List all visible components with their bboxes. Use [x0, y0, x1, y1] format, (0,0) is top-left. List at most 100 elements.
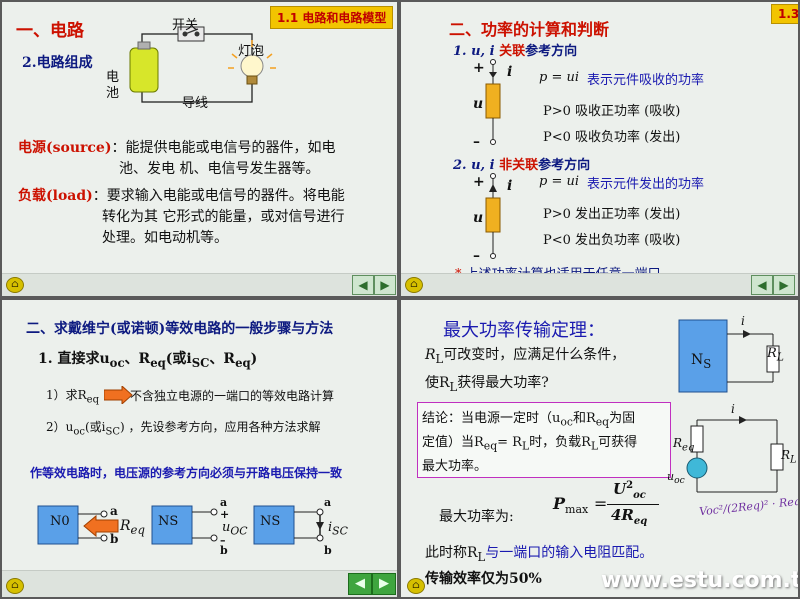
- slide-title: 最大功率传输定理：: [443, 320, 605, 341]
- next-slide-button[interactable]: ▶: [372, 573, 396, 595]
- home-icon[interactable]: ⌂: [6, 578, 24, 594]
- conclusion-line1: 结论：当电源一定时（uoc和Req为固: [422, 411, 636, 429]
- element-box: [485, 83, 501, 119]
- terminal-b: b: [220, 544, 228, 557]
- load-def-line1: ：要求输入电能或电信号的器件。将电能: [92, 188, 345, 204]
- switch-contact-icon: [194, 31, 200, 37]
- network-box: [37, 505, 79, 545]
- rule-deliver-negative: P<0 发出负功率 (吸收): [543, 233, 681, 248]
- slide-nav-bar: ⌂ ◀ ▶: [2, 273, 397, 296]
- slide-nav-bar: ⌂ ◀ ▶: [2, 570, 397, 597]
- plus-sign: +: [473, 60, 485, 76]
- wire-label: 导线: [182, 96, 209, 111]
- slide-max-power-transfer: 最大功率传输定理： RL可改变时，应满足什么条件， 使RL获得最大功率? NS …: [401, 300, 798, 597]
- element-non-associated-diagram: [485, 173, 501, 259]
- formula-delivered-desc: 表示元件发出的功率: [587, 177, 705, 192]
- slide-power-calculation: 1.3 二、功率的计算和判断 1. u, i 关联参考方向 + i u – p …: [401, 2, 798, 296]
- slide-title: 二、求戴维宁(或诺顿)等效电路的一般步骤与方法: [26, 321, 334, 337]
- slide-nav-bar: ⌂ ◀ ▶: [401, 273, 798, 296]
- terminal-b: b: [110, 532, 119, 546]
- plus-sign: +: [220, 508, 230, 521]
- ns-load-diagram: [678, 319, 780, 393]
- step1-heading: 1. 直接求uoc、Req(或iSC、Req): [38, 351, 258, 370]
- prev-slide-button[interactable]: ◀: [348, 573, 372, 595]
- source-definition: 电源(source)：能提供电能或电信号的器件，如电 池、发电 机、电信号发生器…: [18, 138, 335, 180]
- thevenin-equivalent-diagram: [686, 416, 784, 493]
- home-icon[interactable]: ⌂: [407, 578, 425, 594]
- next-slide-button[interactable]: ▶: [773, 275, 795, 295]
- next-slide-button[interactable]: ▶: [374, 275, 396, 295]
- load-definition: 负载(load)：要求输入电能或电信号的器件。将电能 转化为其 它形式的能量，或…: [18, 186, 345, 249]
- switch-icon: [177, 26, 205, 42]
- box-n0: N0: [50, 514, 70, 529]
- uoc-label: uoc: [667, 470, 685, 487]
- terminal-a: a: [220, 496, 228, 509]
- battery-icon: [129, 47, 159, 93]
- arrow-right-icon: [104, 386, 133, 404]
- step-item-req-text: 不含独立电源的一端口的等效电路计算: [130, 389, 335, 403]
- chapter-badge: 1.3: [771, 4, 798, 24]
- formula-delivered: p = ui: [539, 174, 580, 189]
- home-icon[interactable]: ⌂: [405, 277, 423, 293]
- terminal-b: b: [324, 544, 332, 557]
- conclusion-line2: 定值）当Req= RL时，负载RL可获得: [422, 435, 638, 453]
- direction-note: 作等效电路时，电压源的参考方向必须与开路电压保持一致: [30, 466, 343, 480]
- load-term: 负载(load): [18, 188, 93, 204]
- terminal-a: a: [110, 504, 118, 518]
- formula-absorbed-desc: 表示元件吸收的功率: [587, 73, 705, 88]
- battery-label-2: 池: [106, 86, 120, 101]
- home-icon[interactable]: ⌂: [6, 277, 24, 293]
- slide-circuit-composition: 一、电路 1.1 电路和电路模型 2.电路组成 开关 灯泡 电 池 导线 电源(…: [2, 2, 397, 296]
- question-line1: RL可改变时，应满足什么条件，: [425, 347, 626, 366]
- pmax-denominator: 4Req: [611, 506, 648, 527]
- prev-slide-button[interactable]: ◀: [751, 275, 773, 295]
- isc-label: iSC: [328, 520, 348, 538]
- section-title: 一、电路: [16, 21, 84, 41]
- element-box: [485, 197, 501, 233]
- rule-absorb-negative: P<0 吸收负功率 (发出): [543, 130, 681, 145]
- slide-title: 二、功率的计算和判断: [449, 20, 610, 39]
- chapter-badge: 1.1 电路和电路模型: [270, 6, 394, 29]
- current-i-label: i: [507, 64, 513, 80]
- arrow-left-icon: [83, 514, 119, 538]
- subtitle: 2.电路组成: [22, 55, 93, 71]
- rl-label: RL: [781, 448, 797, 466]
- source-def-line1: ：能提供电能或电信号的器件，如电: [111, 140, 336, 156]
- current-arrow-icon: [316, 522, 324, 530]
- network-box: [253, 505, 295, 545]
- box-ns: NS: [260, 514, 281, 529]
- rule-deliver-positive: P>0 发出正功率 (发出): [543, 207, 681, 222]
- network-box: [151, 505, 193, 545]
- conclusion-box: 结论：当电源一定时（uoc和Req为固 定值）当Req= RL时，负载RL可获得…: [417, 402, 671, 478]
- ns-open-diagram: [151, 505, 218, 545]
- pmax-lhs: Pmax =: [553, 494, 608, 517]
- step-item-uoc: 2）uoc(或iSC) ，先设参考方向，应用各种方法求解: [46, 420, 321, 438]
- minus-sign: –: [473, 134, 480, 150]
- n0-req-diagram: [37, 505, 119, 545]
- watermark: www.estu.com.tw: [601, 568, 798, 593]
- question-line2: 使RL获得最大功率?: [425, 375, 549, 394]
- current-i-label: i: [741, 314, 745, 328]
- box-ns: NS: [158, 514, 179, 529]
- source-term: 电源(source): [18, 140, 112, 156]
- voltage-u-label: u: [473, 210, 484, 226]
- element-associated-diagram: [485, 59, 501, 145]
- switch-label: 开关: [172, 18, 199, 33]
- case2-heading: 2. u, i 非关联参考方向: [453, 158, 591, 173]
- current-i-label: i: [507, 178, 513, 194]
- current-arrow-icon: [489, 72, 497, 78]
- voltage-source-icon: [686, 457, 708, 479]
- ns-short-diagram: [253, 505, 324, 545]
- step-item-req: 1）求Req: [46, 388, 99, 406]
- req-label: Req: [120, 518, 145, 537]
- minus-sign: –: [220, 534, 226, 547]
- prev-slide-button[interactable]: ◀: [352, 275, 374, 295]
- formula-absorbed: p = ui: [539, 70, 580, 85]
- current-i-label: i: [731, 402, 735, 416]
- uoc-label: uOC: [222, 520, 248, 538]
- fraction-bar: [607, 504, 659, 505]
- ns-label: NS: [691, 352, 712, 371]
- current-arrow-icon: [489, 184, 497, 192]
- load-def-line3: 处理。如电动机等。: [102, 230, 228, 246]
